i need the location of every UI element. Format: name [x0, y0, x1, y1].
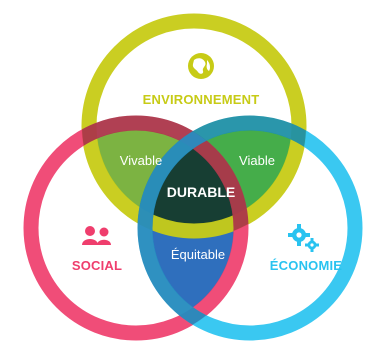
people-icon	[82, 226, 111, 245]
economy-label: ÉCONOMIE	[270, 258, 343, 273]
environment-label: ENVIRONNEMENT	[143, 92, 260, 107]
overlap-center	[152, 130, 234, 224]
equitable-label: Équitable	[171, 247, 225, 262]
vivable-label: Vivable	[120, 153, 162, 168]
social-label: SOCIAL	[72, 258, 122, 273]
economy-ring	[137, 115, 363, 341]
durable-label: DURABLE	[167, 184, 235, 200]
social-ring	[23, 115, 249, 341]
globe-icon	[188, 53, 214, 79]
viable-label: Viable	[239, 153, 275, 168]
gears-icon	[288, 224, 319, 252]
overlap-center-fill	[152, 130, 234, 224]
